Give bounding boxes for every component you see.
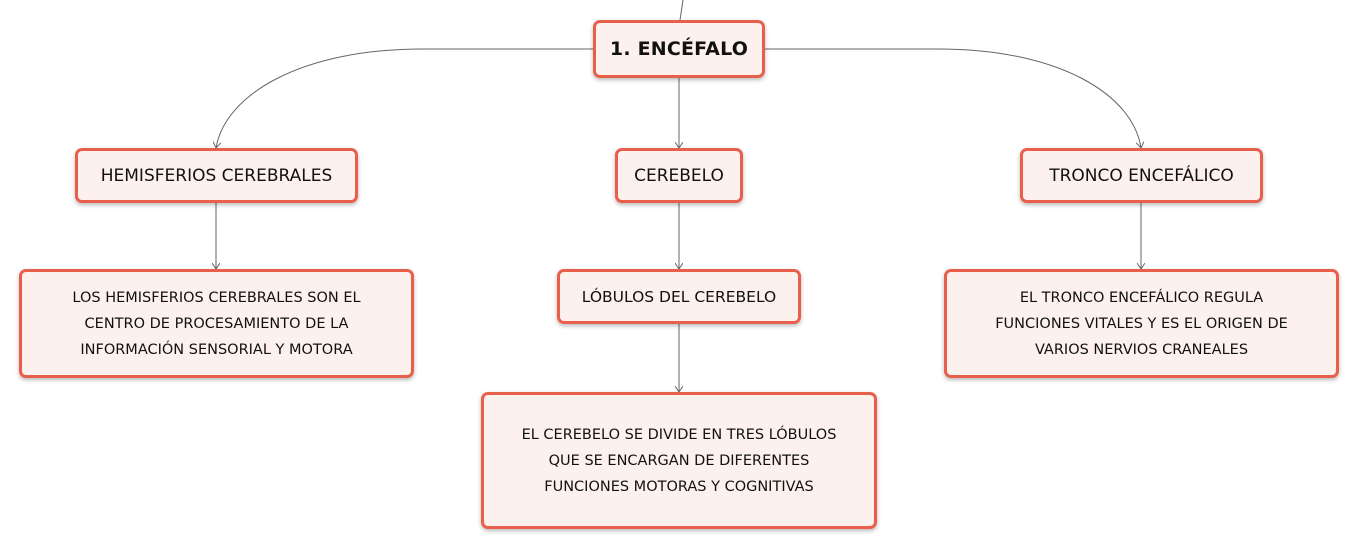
node-cerebelo-label: CEREBELO [634, 165, 724, 186]
root-node[interactable]: 1. ENCÉFALO [593, 20, 765, 78]
node-tronco-encefalico[interactable]: TRONCO ENCEFÁLICO [1020, 148, 1263, 203]
node-tronco-description-text: EL TRONCO ENCEFÁLICO REGULA FUNCIONES VI… [995, 289, 1288, 358]
node-tronco-description[interactable]: EL TRONCO ENCEFÁLICO REGULA FUNCIONES VI… [944, 269, 1339, 378]
node-cerebelo[interactable]: CEREBELO [615, 148, 743, 203]
connector-root-hemisferios [216, 48, 593, 148]
root-node-label: 1. ENCÉFALO [609, 38, 749, 60]
incoming-connector [679, 0, 684, 21]
node-cerebelo-description[interactable]: EL CEREBELO SE DIVIDE EN TRES LÓBULOS QU… [481, 392, 877, 529]
node-tronco-encefalico-label: TRONCO ENCEFÁLICO [1049, 165, 1234, 186]
node-lobulos-cerebelo-label: LÓBULOS DEL CEREBELO [581, 287, 777, 306]
connector-root-tronco [765, 48, 1141, 148]
node-cerebelo-description-text: EL CEREBELO SE DIVIDE EN TRES LÓBULOS QU… [521, 426, 837, 495]
node-hemisferios-cerebrales-label: HEMISFERIOS CEREBRALES [100, 165, 333, 186]
node-hemisferios-description[interactable]: LOS HEMISFERIOS CEREBRALES SON EL CENTRO… [19, 269, 414, 378]
node-hemisferios-cerebrales[interactable]: HEMISFERIOS CEREBRALES [75, 148, 358, 203]
node-lobulos-cerebelo[interactable]: LÓBULOS DEL CEREBELO [557, 269, 801, 324]
node-hemisferios-description-text: LOS HEMISFERIOS CEREBRALES SON EL CENTRO… [72, 289, 361, 358]
